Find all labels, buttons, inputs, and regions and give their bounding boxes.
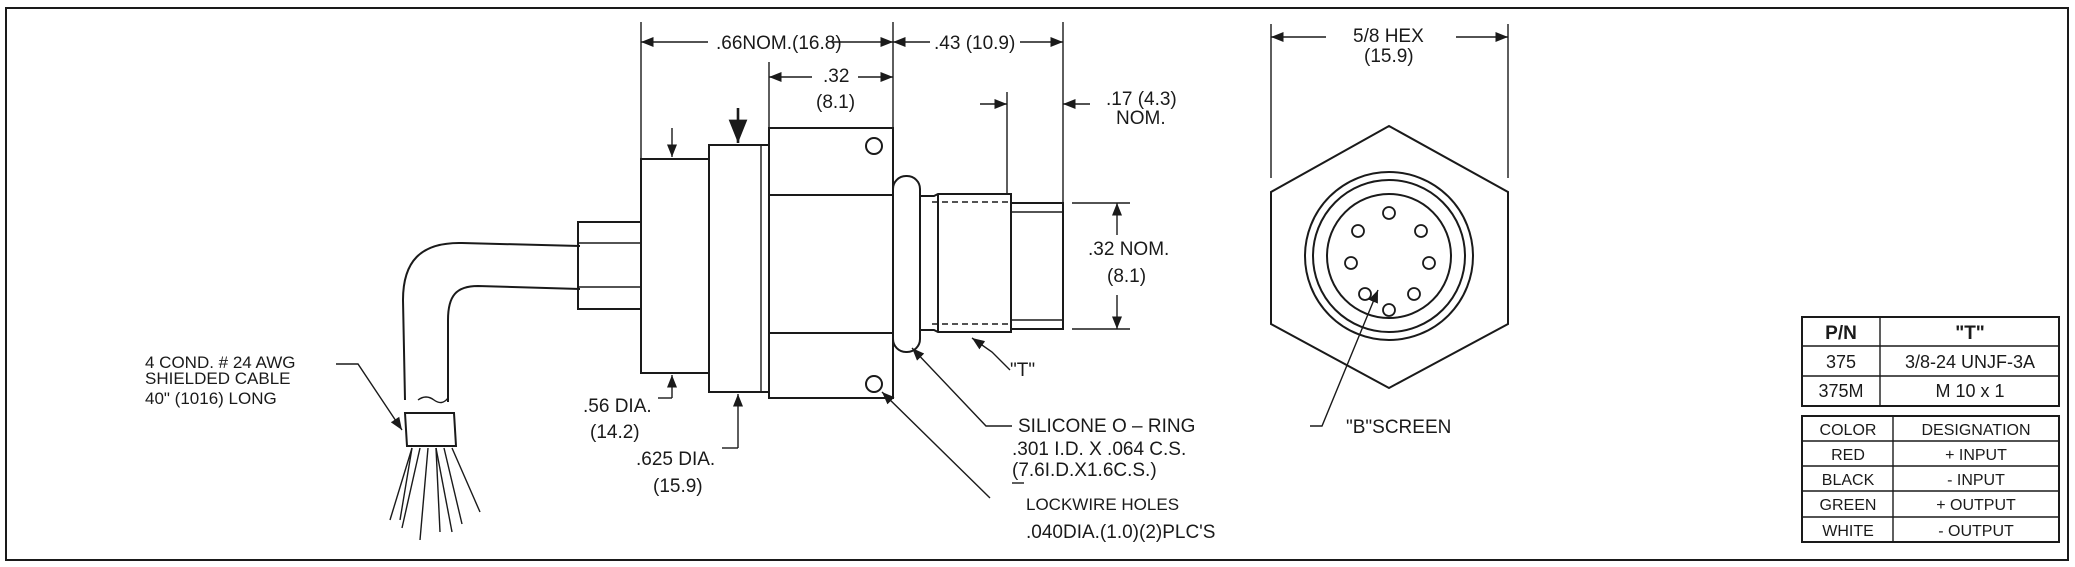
color-table-header-designation: DESIGNATION (1921, 422, 2030, 439)
callouts: 4 COND. # 24 AWG SHIELDED CABLE 40" (101… (145, 337, 1215, 543)
threaded-fitting (919, 193, 1064, 333)
dim-thread-dia: .32 NOM. (1088, 239, 1169, 260)
cable-spec-line2: SHIELDED CABLE (145, 369, 291, 388)
connector-inner (1326, 193, 1452, 319)
color-row-green: GREEN (1820, 497, 1877, 514)
lockwire-hole-bottom (865, 375, 883, 393)
thread-table-row2-pn: 375M (1818, 381, 1863, 401)
color-row-black-designation: - INPUT (1947, 472, 2005, 489)
connector-outer (1304, 171, 1474, 341)
dim-dia-0625: .625 DIA. (636, 449, 715, 470)
cable-spec-line3: 40" (1016) LONG (145, 389, 277, 408)
lockwire-line2: .040DIA.(1.0)(2)PLC'S (1026, 522, 1215, 543)
cable (389, 241, 581, 541)
housing-056 (640, 158, 710, 374)
dim-hex: 5/8 HEX (1353, 26, 1424, 47)
thread-t-label: "T" (1010, 360, 1035, 381)
dim-body-width-mm: (8.1) (816, 92, 855, 113)
side-dimensions: .66NOM.(16.8) .43 (10.9) .32 (8.1) .17 (… (583, 22, 1177, 497)
color-row-white: WHITE (1822, 523, 1874, 540)
thread-table-row2-t: M 10 x 1 (1935, 381, 2004, 401)
lockwire-hole-top (865, 137, 883, 155)
oring-spec-line1: SILICONE O – RING (1018, 416, 1195, 437)
cable-spec-line1: 4 COND. # 24 AWG (145, 353, 296, 372)
housing-0625 (708, 144, 770, 393)
thread-table-header-pn: P/N (1825, 323, 1857, 344)
dim-nom-017: .17 (4.3) (1106, 89, 1177, 110)
end-view: 5/8 HEX (15.9) "B"SCREEN (1270, 24, 1509, 438)
thread-table-row1-pn: 375 (1826, 352, 1856, 372)
dim-fitting-length: .43 (10.9) (934, 33, 1015, 54)
thread-table-header-t: "T" (1955, 323, 1985, 344)
screen-label: "B"SCREEN (1346, 417, 1451, 438)
cable-gland (577, 221, 642, 310)
color-row-red: RED (1831, 447, 1865, 464)
oring-spec-line3: (7.6I.D.X1.6C.S.) (1012, 460, 1157, 481)
hex-body (768, 127, 894, 399)
oring-spec-line2: .301 I.D. X .064 C.S. (1012, 439, 1186, 460)
thread-table: P/N "T" 375 3/8-24 UNJF-3A 375M M 10 x 1 (1801, 316, 2060, 407)
connector-pins (1344, 206, 1436, 317)
connector-mid (1312, 179, 1466, 333)
color-row-white-designation: - OUTPUT (1938, 523, 2014, 540)
dim-dia-0625-mm: (15.9) (653, 476, 703, 497)
dim-nom-017-label: NOM. (1116, 108, 1166, 129)
color-table: COLOR DESIGNATION RED + INPUT BLACK - IN… (1801, 415, 2060, 543)
dim-dia-056-mm: (14.2) (590, 422, 640, 443)
dim-hex-mm: (15.9) (1364, 46, 1414, 67)
color-table-header-color: COLOR (1820, 422, 1877, 439)
dim-body-width: .32 (823, 66, 849, 87)
side-view (389, 127, 1064, 541)
color-row-red-designation: + INPUT (1945, 447, 2007, 464)
lockwire-line1: LOCKWIRE HOLES (1026, 495, 1179, 514)
color-row-black: BLACK (1822, 472, 1875, 489)
dim-overall-length: .66NOM.(16.8) (716, 33, 842, 54)
dim-dia-056: .56 DIA. (583, 396, 652, 417)
hex-outline (1270, 124, 1509, 390)
thread-table-row1-t: 3/8-24 UNJF-3A (1905, 352, 2035, 372)
color-row-green-designation: + OUTPUT (1936, 497, 2016, 514)
dim-thread-dia-mm: (8.1) (1107, 266, 1146, 287)
o-ring (892, 175, 921, 353)
drawing-border (5, 7, 2069, 561)
